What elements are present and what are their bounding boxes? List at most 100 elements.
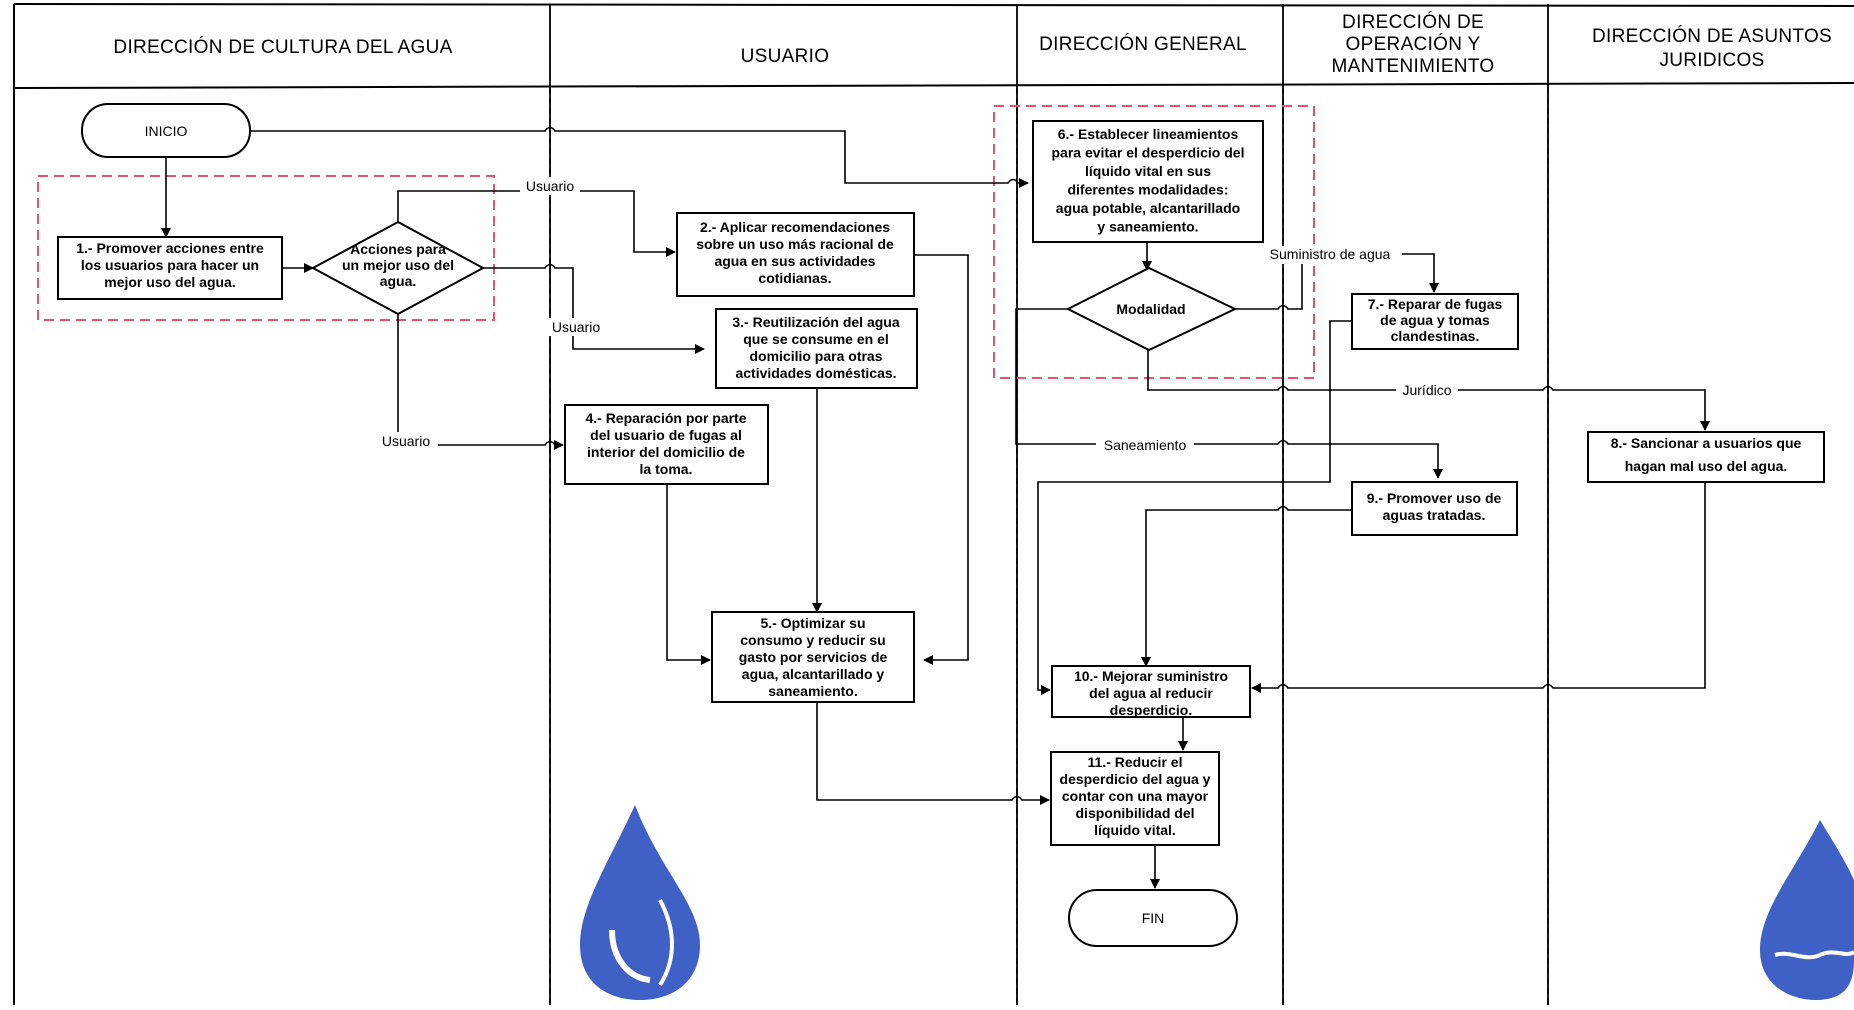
highlight-group-1 [37, 175, 495, 321]
text-line: líquido vital. [1094, 822, 1176, 838]
text-line: OPERACIÓN Y [1346, 33, 1481, 55]
svg-text:FIN: FIN [1142, 910, 1165, 926]
text-line: agua, alcantarillado y [742, 666, 885, 682]
text-line: DIRECCIÓN DE ASUNTOS [1592, 25, 1832, 47]
text-line: 11.- Reducir el [1088, 754, 1183, 770]
svg-text:Usuario: Usuario [526, 178, 574, 194]
edge-label-usuario-top: Usuario [520, 177, 580, 195]
text-line: 2.- Aplicar recomendaciones [700, 219, 890, 235]
edge-label-usuario-low: Usuario [376, 432, 438, 450]
svg-text:Jurídico: Jurídico [1402, 382, 1451, 398]
text-line: 1.- Promover acciones entre [76, 240, 264, 256]
text-line: líquido vital en sus [1085, 163, 1211, 179]
edge-s7-s10 [1037, 320, 1352, 695]
svg-text:Usuario: Usuario [382, 433, 430, 449]
edge-inicio-6 [250, 126, 1029, 188]
text-line: agua potable, alcantarillado [1056, 200, 1240, 216]
edge-s9-s10 [1141, 505, 1352, 667]
text-line: contar con una mayor [1062, 788, 1209, 804]
edge-d1-s4 [397, 314, 564, 450]
text-line: interior del domicilio de [587, 444, 745, 460]
end-terminal: FIN [1068, 889, 1238, 947]
edge-label-suministro: Suministro de agua [1258, 246, 1402, 264]
step-8-box: 8.- Sancionar a usuarios que hagan mal us… [1587, 431, 1825, 483]
text-line: 6.- Establecer lineamientos [1058, 126, 1239, 142]
text-line: DIRECCIÓN DE [1342, 11, 1484, 33]
text-line: un mejor uso del [342, 257, 454, 273]
edge-s2-s5 [914, 254, 969, 665]
edge-s5-s11 [816, 702, 1050, 805]
text-line: clandestinas. [1391, 328, 1480, 344]
water-drop-logo-right [1760, 820, 1854, 1000]
text-line: del usuario de fugas al [590, 427, 742, 443]
start-terminal: INICIO [81, 103, 251, 158]
text-line: Acciones para [350, 241, 446, 257]
text-line: 8.- Sancionar a usuarios que [1611, 435, 1802, 451]
text-line: JURIDICOS [1659, 50, 1764, 71]
text-line: sobre un uso más racional de [696, 236, 894, 252]
text-line: disponibilidad del [1076, 805, 1195, 821]
edge-label-saneamiento: Saneamiento [1096, 436, 1194, 454]
text-line: 10.- Mejorar suministro [1074, 668, 1228, 684]
text-line: 3.- Reutilización del agua [732, 314, 899, 330]
decision-modalidad: Modalidad [1065, 266, 1238, 352]
text-line: de agua y tomas [1380, 312, 1490, 328]
text-line: desperdicio del agua y [1060, 771, 1211, 787]
text-line: actividades domésticas. [735, 365, 896, 381]
edge-s4-s5 [666, 484, 711, 665]
edge-d2-s7 [1235, 253, 1439, 310]
edge-label-usuario-mid: Usuario [546, 318, 606, 336]
text-line: aguas tratadas. [1383, 507, 1486, 523]
text-line: hagan mal uso del agua. [1625, 458, 1788, 474]
text-line: 4.- Reparación por parte [585, 410, 746, 426]
edge-s8-s10 [1251, 477, 1706, 693]
svg-text:INICIO: INICIO [145, 123, 188, 139]
svg-text:Usuario: Usuario [552, 319, 600, 335]
edge-d1-s3 [481, 263, 705, 354]
lane-header-general: DIRECCIÓN GENERAL [1039, 33, 1247, 55]
water-drop-logo [580, 805, 700, 1000]
text-line: mejor uso del agua. [104, 274, 235, 290]
step-6-box: 6.- Establecer lineamientos para evitar e… [1032, 120, 1264, 243]
text-line: los usuarios para hacer un [81, 257, 259, 273]
lane-dividers-body [549, 88, 1549, 1005]
text-line: diferentes modalidades: [1067, 182, 1228, 198]
text-line: y saneamiento. [1097, 219, 1198, 235]
text-line: agua. [380, 273, 417, 289]
text-line: domicilio para otras [749, 348, 882, 364]
text-line: consumo y reducir su [740, 632, 885, 648]
text-line: MANTENIMIENTO [1332, 56, 1495, 77]
text-line: 7.- Reparar de fugas [1368, 296, 1503, 312]
text-line: desperdicio. [1110, 702, 1192, 718]
text-line: del agua al reducir [1089, 685, 1213, 701]
text-line: agua en sus actividades [714, 253, 875, 269]
text-line: para evitar el desperdicio del [1052, 145, 1245, 161]
lane-header-usuario: USUARIO [741, 46, 830, 67]
text-line: gasto por servicios de [739, 649, 888, 665]
text-line: saneamiento. [768, 683, 857, 699]
edge-label-juridico: Jurídico [1396, 381, 1458, 399]
svg-text:Saneamiento: Saneamiento [1104, 437, 1187, 453]
